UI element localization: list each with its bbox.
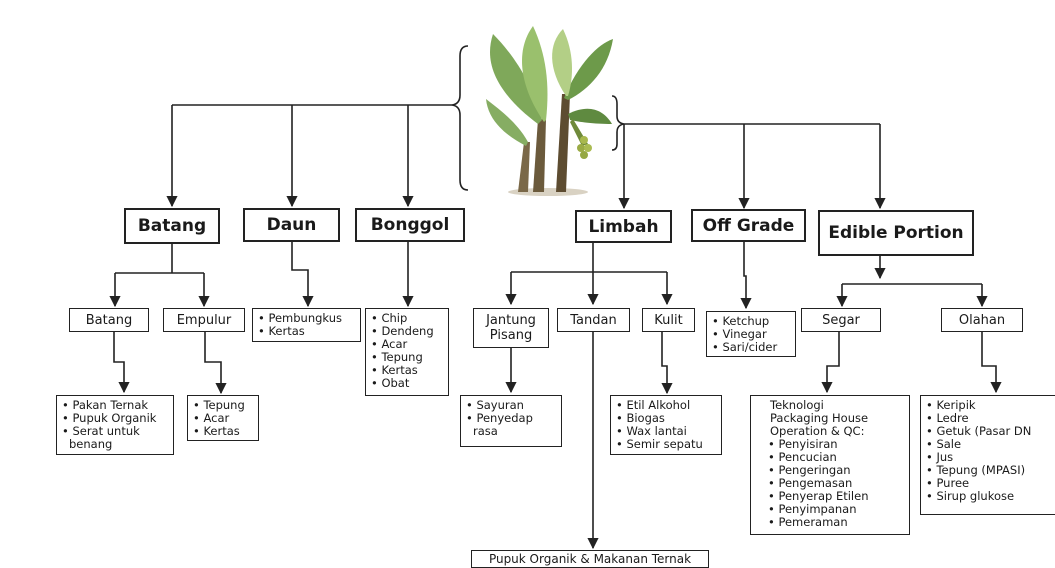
products-bonggol: Chip Dendeng Acar Tepung Kertas Obat (365, 308, 449, 396)
list-item: Penyerap Etilen (768, 490, 904, 503)
sub-kulit: Kulit (642, 308, 695, 332)
list-item-continued: benang (69, 437, 113, 451)
list-item: Acar (193, 412, 253, 425)
list-item: Chip (371, 312, 443, 325)
segar-heading-2: Packaging House (770, 411, 869, 425)
list-item: Dendeng (371, 325, 443, 338)
list-item: Sirup glukose (926, 490, 1050, 503)
list-item: Ledre (926, 412, 1050, 425)
category-off-grade: Off Grade (691, 209, 806, 242)
products-empulur: Tepung Acar Kertas (187, 395, 259, 441)
sub-batang: Batang (69, 308, 149, 332)
list-item: Jus (926, 451, 1050, 464)
sub-jantung-line2: Pisang (489, 328, 533, 343)
list-item: Kertas (371, 364, 443, 377)
list-item: Wax lantai (616, 425, 716, 438)
sub-jantung-line1: Jantung (486, 313, 536, 328)
products-jantung: Sayuran Penyedap rasa (460, 395, 562, 447)
list-item: Sari/cider (712, 341, 790, 354)
list-item: Sale (926, 438, 1050, 451)
list-item: Kertas (258, 325, 355, 338)
list-item: Vinegar (712, 328, 790, 341)
sub-jantung-pisang: Jantung Pisang (473, 308, 549, 348)
list-item: Penyimpanan (768, 503, 904, 516)
sub-empulur: Empulur (163, 308, 245, 332)
category-limbah: Limbah (575, 210, 672, 243)
list-item-continued: rasa (473, 424, 498, 438)
list-item: Tepung (MPASI) (926, 464, 1050, 477)
list-item: Pakan Ternak (62, 399, 168, 412)
list-item: Serat untuk (62, 425, 168, 438)
products-off-grade: Ketchup Vinegar Sari/cider (706, 311, 796, 357)
list-item: Pengemasan (768, 477, 904, 490)
products-daun: Pembungkus Kertas (252, 308, 361, 342)
list-item: Getuk (Pasar DN (926, 425, 1050, 438)
list-item: Acar (371, 338, 443, 351)
banana-plant-icon (486, 26, 613, 196)
sub-segar: Segar (801, 308, 881, 332)
list-item: Penyisiran (768, 438, 904, 451)
list-item: Pengeringan (768, 464, 904, 477)
products-kulit: Etil Alkohol Biogas Wax lantai Semir sep… (610, 395, 722, 455)
list-item: Pupuk Organik (62, 412, 168, 425)
sub-tandan: Tandan (557, 308, 630, 332)
list-item: Etil Alkohol (616, 399, 716, 412)
list-item: Kertas (193, 425, 253, 438)
segar-heading-3: Operation & QC: (770, 424, 865, 438)
products-tandan: Pupuk Organik & Makanan Ternak (471, 550, 709, 568)
list-item: Ketchup (712, 315, 790, 328)
list-item: Tepung (371, 351, 443, 364)
list-item: Tepung (193, 399, 253, 412)
list-item: Obat (371, 377, 443, 390)
category-edible-portion: Edible Portion (818, 210, 974, 256)
sub-olahan: Olahan (941, 308, 1023, 332)
left-brace (451, 45, 469, 191)
list-item: Puree (926, 477, 1050, 490)
list-item: Pencucian (768, 451, 904, 464)
list-item: Sayuran (466, 399, 556, 412)
category-batang: Batang (124, 208, 220, 244)
list-item: Keripik (926, 399, 1050, 412)
products-batang: Pakan Ternak Pupuk Organik Serat untuk b… (56, 395, 174, 455)
list-item: Pembungkus (258, 312, 355, 325)
list-item: Penyedap (466, 412, 556, 425)
list-item: Semir sepatu (616, 438, 716, 451)
products-segar: Teknologi Packaging House Operation & QC… (750, 395, 910, 535)
category-bonggol: Bonggol (355, 208, 465, 242)
products-olahan: Keripik Ledre Getuk (Pasar DN Sale Jus T… (920, 395, 1055, 515)
list-item: Biogas (616, 412, 716, 425)
category-daun: Daun (243, 208, 340, 242)
list-item: Pemeraman (768, 516, 904, 529)
segar-heading-1: Teknologi (770, 398, 824, 412)
